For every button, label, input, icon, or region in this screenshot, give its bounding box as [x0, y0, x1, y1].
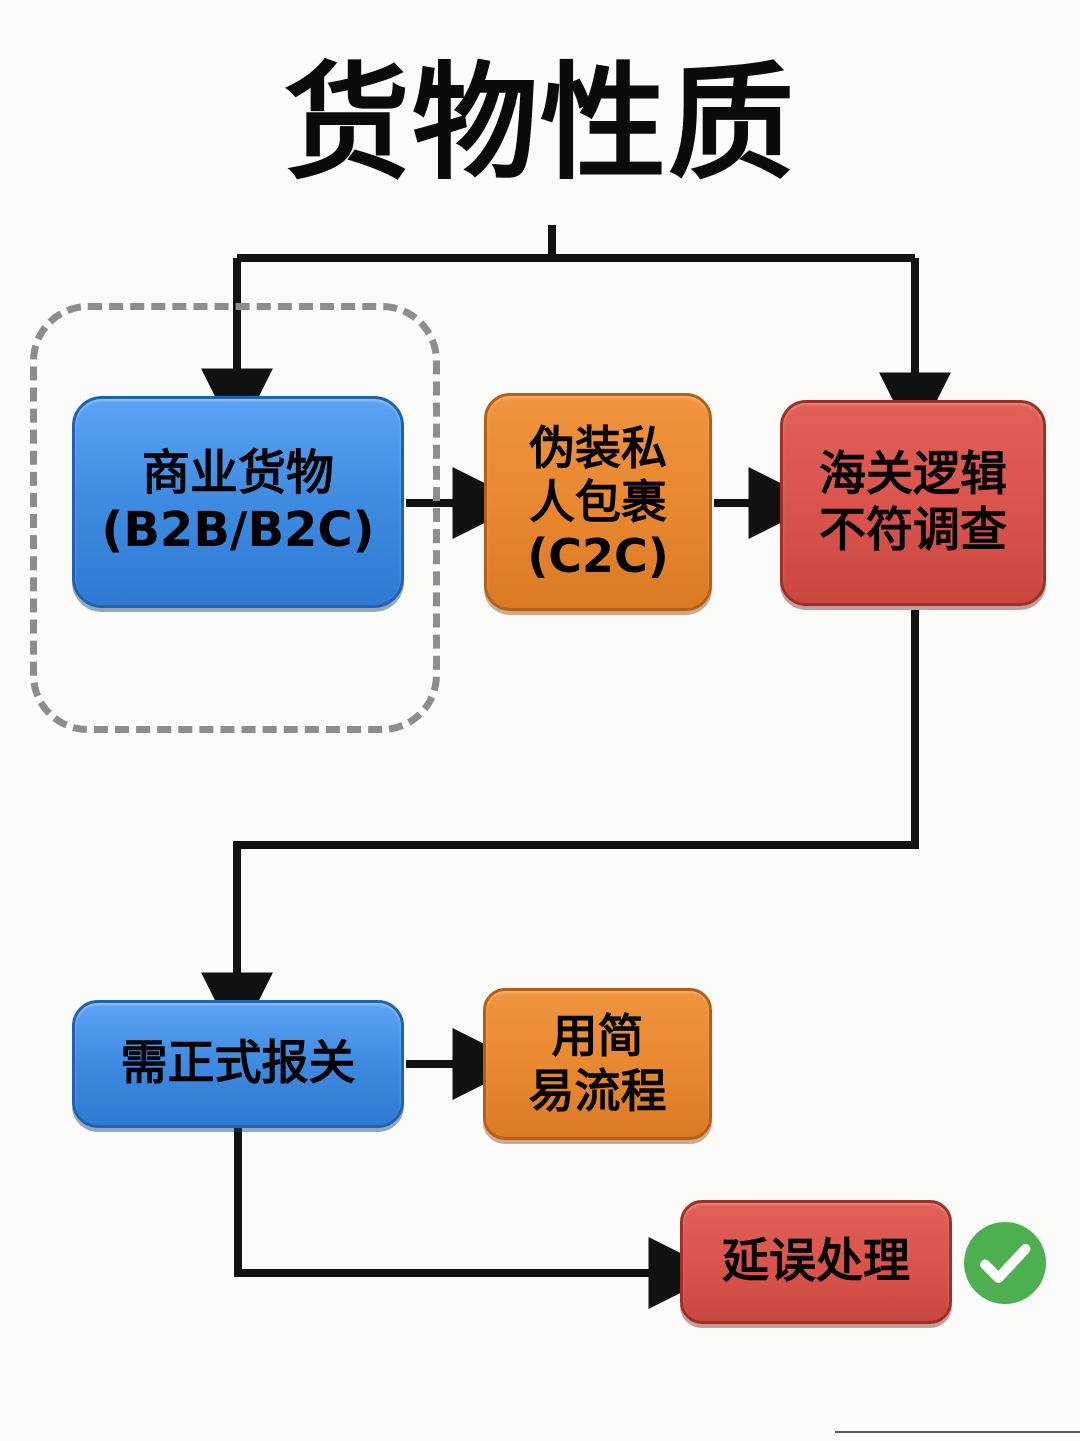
node-customs-logic-mismatch-investigation[interactable]: 海关逻辑 不符调查 [780, 400, 1046, 606]
node-simplified-process[interactable]: 用简 易流程 [483, 988, 712, 1140]
node-delay-handling-label: 延误处理 [722, 1233, 910, 1289]
check-circle-icon [964, 1222, 1046, 1304]
dashed-group-frame [30, 303, 440, 733]
node-formal-declaration-required-label: 需正式报关 [120, 1035, 356, 1091]
node-simplified-process-label: 用简 易流程 [528, 1008, 667, 1118]
node-commercial-goods[interactable]: 商业货物 (B2B/B2C) [72, 396, 404, 608]
node-customs-logic-mismatch-investigation-label: 海关逻辑 不符调查 [819, 446, 1007, 558]
node-commercial-goods-label: 商业货物 (B2B/B2C) [101, 445, 375, 558]
node-formal-declaration-required[interactable]: 需正式报关 [72, 1000, 404, 1128]
node-disguised-personal-parcel-label: 伪装私 人包裹 (C2C) [527, 420, 669, 584]
bottom-divider [835, 1431, 1080, 1433]
node-delay-handling[interactable]: 延误处理 [680, 1200, 952, 1324]
edge-formal-to-delay [234, 1128, 721, 1309]
page-title: 货物性质 [284, 50, 796, 197]
node-disguised-personal-parcel[interactable]: 伪装私 人包裹 (C2C) [484, 393, 712, 611]
